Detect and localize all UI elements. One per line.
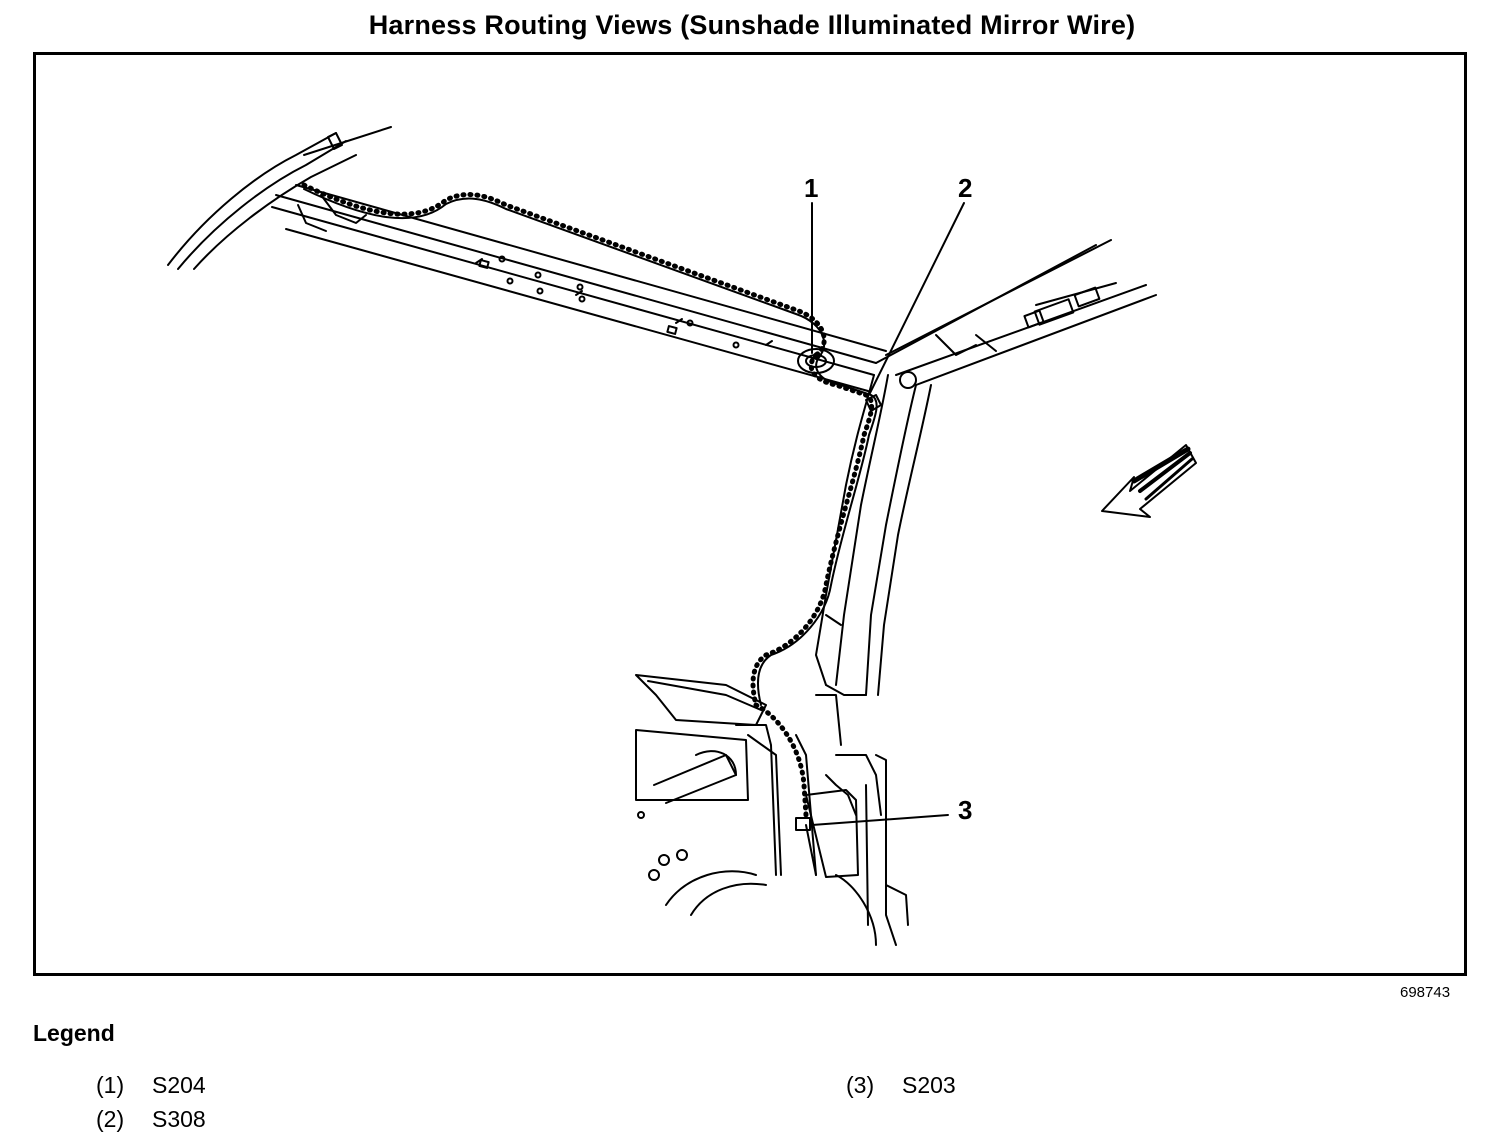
legend-title: Legend	[33, 1020, 115, 1046]
callout-leaders	[811, 202, 965, 826]
front-direction-arrow-icon	[1101, 444, 1197, 518]
legend-item-number: (2)	[96, 1106, 125, 1132]
wire-harness	[301, 182, 878, 818]
legend-item-number: (3)	[846, 1072, 875, 1098]
splice-connectors	[795, 348, 882, 831]
legend-item-label: S203	[902, 1072, 956, 1098]
windshield-header	[271, 184, 887, 392]
legend-item-label: S204	[152, 1072, 206, 1098]
right-roof-rail	[875, 239, 1157, 389]
legend-item-1: (1) S204	[96, 1072, 206, 1099]
legend-item-2: (2) S308	[96, 1106, 206, 1133]
left-pillar	[167, 126, 392, 270]
callout-2: 2	[958, 173, 972, 203]
legend-item-label: S308	[152, 1106, 206, 1132]
harness-routing-illustration: 1 2 3	[167, 126, 1197, 946]
callout-3: 3	[958, 795, 972, 825]
callout-1: 1	[804, 173, 818, 203]
legend-item-number: (1)	[96, 1072, 125, 1098]
figure-number: 698743	[1400, 984, 1451, 1001]
vertical-pillar	[815, 374, 932, 696]
lower-body	[635, 674, 909, 946]
diagram-frame: 1 2 3	[33, 52, 1467, 976]
diagram-title: Harness Routing Views (Sunshade Illumina…	[368, 10, 1136, 40]
legend-item-3: (3) S203	[846, 1072, 956, 1099]
